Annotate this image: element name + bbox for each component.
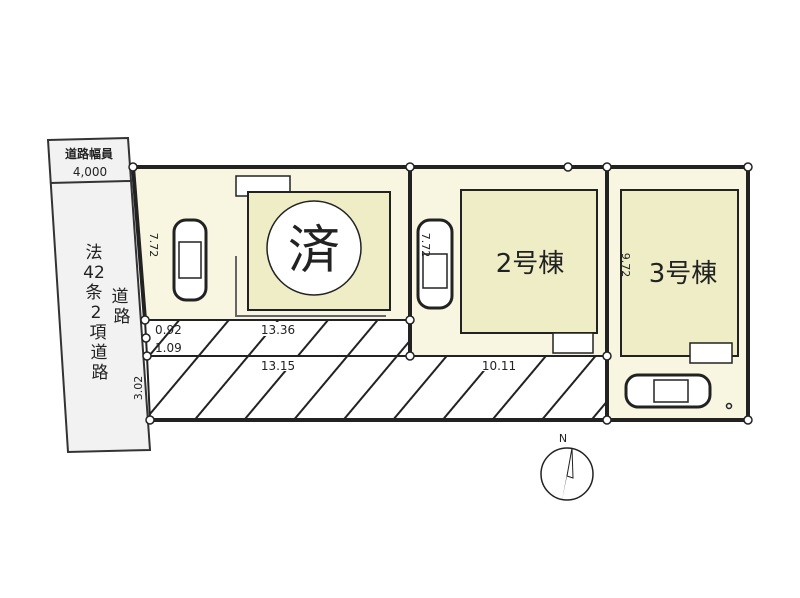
svg-text:2: 2: [91, 303, 102, 323]
dimension-0-92: 0.92: [155, 323, 182, 337]
north-compass-icon: N: [540, 432, 594, 501]
svg-text:道: 道: [112, 287, 129, 307]
car-icon: [624, 373, 712, 409]
svg-text:道: 道: [91, 343, 108, 363]
lot-1-building: 済: [235, 175, 391, 317]
sold-stamp: [266, 200, 362, 296]
car-icon: [416, 218, 454, 310]
road-label-divider: [49, 180, 131, 184]
lot-2-building: 2号棟: [460, 189, 598, 354]
svg-text:路: 路: [114, 307, 131, 327]
north-label: N: [559, 432, 567, 445]
shared-driveway-hatch-lower: [145, 355, 608, 421]
car-icon: [172, 218, 208, 302]
dimension-3-02: 3.02: [132, 376, 145, 401]
dimension-13-15: 13.15: [261, 359, 295, 373]
svg-text:路: 路: [92, 363, 109, 383]
lot-3-depth: 9.72: [619, 253, 632, 278]
sold-label: 済: [288, 221, 340, 281]
svg-text:条: 条: [86, 283, 103, 303]
lot-2-depth: 7.72: [419, 233, 432, 258]
dimension-13-36: 13.36: [261, 323, 295, 337]
dimension-1-09: 1.09: [155, 341, 182, 355]
lot-1-depth: 7.72: [147, 233, 160, 258]
road: 道路幅員 4,000 法 42 条 2 項 道 路 道 路: [46, 136, 152, 454]
road-type-label: 法 42 条 2 項 道 路 道 路: [83, 243, 130, 383]
road-width-label: 道路幅員: [65, 146, 113, 161]
svg-text:42: 42: [83, 263, 105, 283]
lot-boundaries: [131, 165, 750, 422]
lot-2-name: 2号棟: [496, 249, 565, 279]
svg-text:項: 項: [90, 323, 107, 343]
svg-text:法: 法: [86, 243, 103, 263]
dimension-10-11: 10.11: [482, 359, 516, 373]
road-width-value: 4,000: [73, 165, 107, 179]
lot-3-name: 3号棟: [649, 259, 718, 289]
boundary-markers: [128, 162, 753, 425]
lot-3-building: 3号棟: [620, 189, 739, 364]
